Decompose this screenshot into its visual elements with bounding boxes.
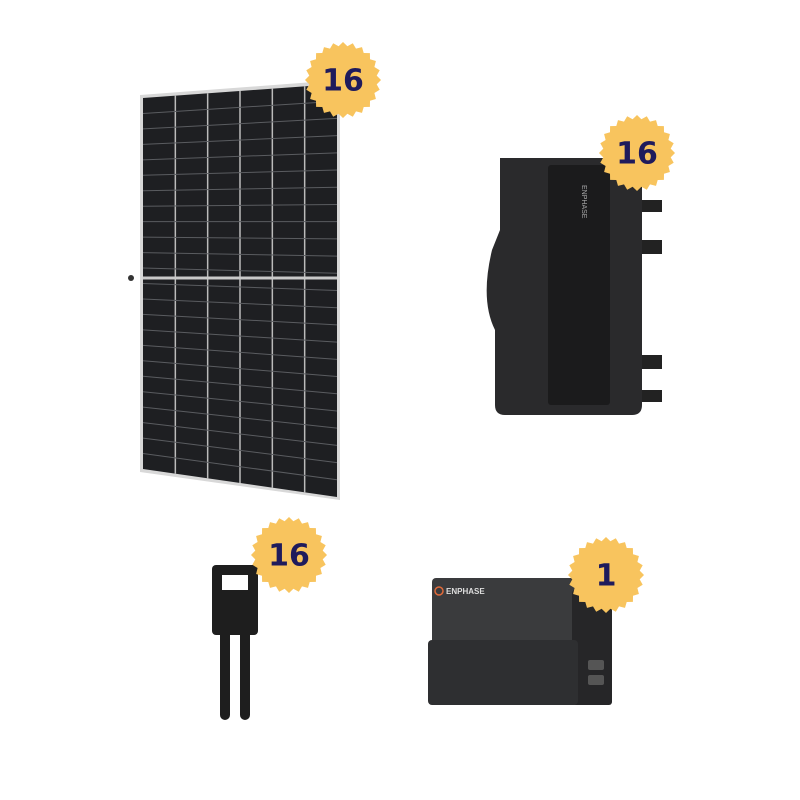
badge-shape [568,537,644,613]
badge-shape [599,115,675,191]
connector-cable-image [212,565,258,720]
solar-panel-quantity-badge: 16 [305,42,381,118]
quantity-label: 16 [268,539,310,574]
badge-shape [251,517,327,593]
gateway-quantity-badge: 1 [568,537,644,613]
quantity-label: 16 [616,137,658,172]
gateway-brand: ENPHASE [446,587,485,596]
badge-shape [305,42,381,118]
connector-cable-quantity-badge: 16 [251,517,327,593]
microinverter-image: ENPHASE [486,158,662,415]
quantity-label: 16 [322,64,364,99]
microinverter-brand: ENPHASE [580,185,587,219]
microinverter-quantity-badge: 16 [599,115,675,191]
gateway-image: ENPHASE [428,578,612,705]
quantity-label: 1 [596,559,617,594]
solar-panel-image [128,80,340,500]
